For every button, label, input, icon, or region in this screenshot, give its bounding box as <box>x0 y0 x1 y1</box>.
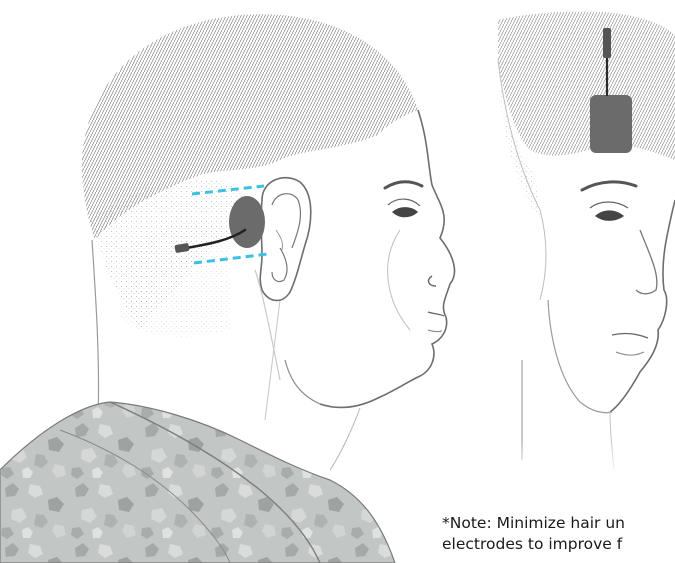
right-head-profile <box>498 12 675 480</box>
rectangular-electrode-icon <box>590 95 632 153</box>
round-electrode-icon <box>229 196 265 248</box>
note-text: *Note: Minimize hair un electrodes to im… <box>442 513 675 555</box>
note-line-2: electrodes to improve f <box>442 534 675 555</box>
left-head-profile <box>0 14 455 563</box>
note-line-1: *Note: Minimize hair un <box>442 513 675 534</box>
